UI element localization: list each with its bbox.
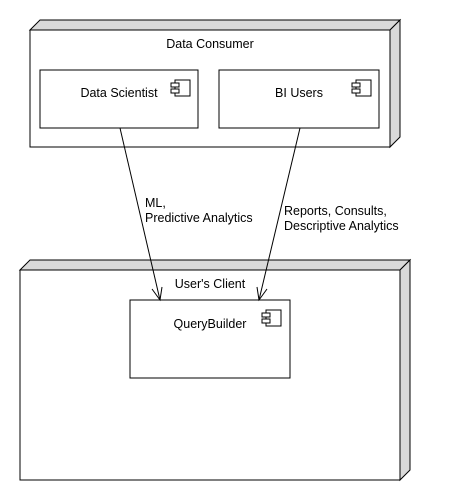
node-data-consumer-title: Data Consumer xyxy=(166,37,254,51)
edge-label-line-2: Descriptive Analytics xyxy=(284,219,399,233)
edge-line xyxy=(258,127,301,301)
node-users-client-side-face xyxy=(399,258,411,482)
node-data-consumer-side-face xyxy=(389,18,401,149)
edge-bi-users-to-query-builder[interactable]: Reports, Consults, Descriptive Analytics xyxy=(256,127,399,302)
component-bi-users[interactable]: BI Users xyxy=(218,69,380,129)
arrowhead-icon xyxy=(151,286,163,302)
component-query-builder-label: QueryBuilder xyxy=(174,317,247,331)
component-data-scientist-box xyxy=(39,69,199,129)
component-icon xyxy=(261,309,282,327)
edge-data-scientist-to-query-builder[interactable]: ML, Predictive Analytics xyxy=(119,127,253,302)
edge-label-line-1: ML, xyxy=(145,196,166,210)
node-users-client-top-face xyxy=(18,259,412,271)
component-icon xyxy=(351,79,372,97)
component-data-scientist-label: Data Scientist xyxy=(80,86,158,100)
component-icon xyxy=(170,79,191,97)
edge-label-line-2: Predictive Analytics xyxy=(145,211,253,225)
edge-line xyxy=(119,127,161,301)
component-bi-users-label: BI Users xyxy=(275,86,323,100)
edge-label-line-1: Reports, Consults, xyxy=(284,204,387,218)
component-query-builder[interactable]: QueryBuilder xyxy=(129,299,291,379)
node-users-client-title: User's Client xyxy=(175,277,246,291)
component-data-scientist[interactable]: Data Scientist xyxy=(39,69,199,129)
node-data-consumer-top-face xyxy=(28,19,402,31)
component-bi-users-box xyxy=(218,69,380,129)
arrowhead-icon xyxy=(256,286,268,302)
